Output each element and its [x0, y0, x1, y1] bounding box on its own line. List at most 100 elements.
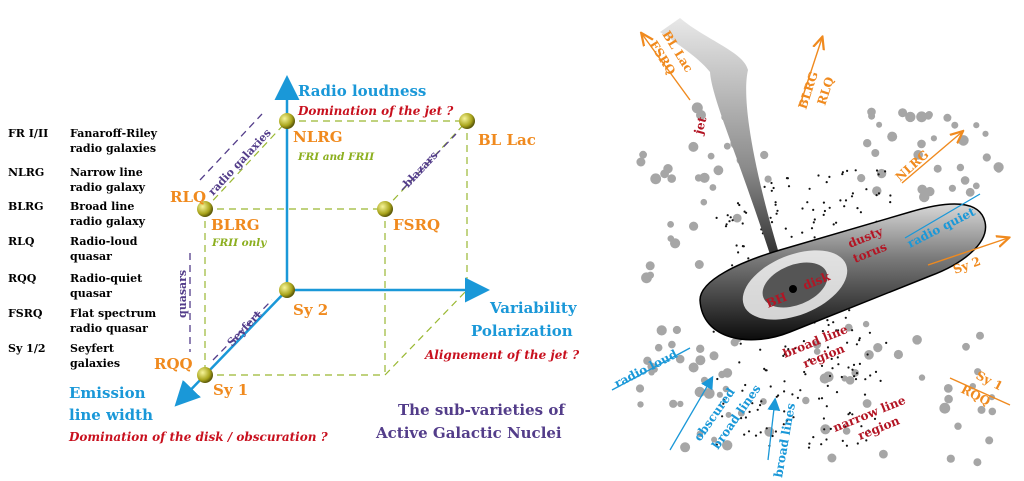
dust-dot — [744, 416, 748, 419]
cloud — [650, 173, 662, 185]
dust-dot — [803, 370, 806, 374]
dust-dot — [722, 398, 725, 401]
dust-dot — [743, 210, 746, 213]
dust-dot — [843, 205, 846, 208]
dust-dot — [747, 430, 751, 433]
dust-dot — [825, 438, 828, 441]
legend-desc: Radio-loud — [70, 235, 138, 248]
dust-dot — [808, 187, 811, 190]
dust-dot — [715, 216, 718, 219]
dust-dot — [774, 201, 777, 204]
dust-dot — [759, 404, 762, 407]
dust-dot — [825, 353, 828, 356]
legend-abbr: BLRG — [8, 200, 44, 213]
cloud — [905, 111, 916, 123]
bllac-node — [459, 113, 475, 129]
cloud — [973, 122, 980, 129]
dust-dot — [807, 446, 811, 449]
dust-dot — [802, 340, 806, 343]
cloud — [946, 454, 955, 463]
dust-dot — [754, 434, 758, 437]
cloud — [716, 391, 724, 398]
cloud — [646, 271, 655, 279]
cloud — [707, 152, 715, 160]
cloud — [737, 409, 745, 417]
dust-dot — [725, 223, 728, 226]
dust-dot — [826, 384, 829, 387]
cloud — [732, 213, 742, 223]
dust-dot — [864, 378, 867, 381]
dust-dot — [860, 425, 863, 428]
obscured-arrow — [669, 375, 714, 451]
cloud — [639, 150, 647, 159]
dust-dot — [783, 390, 786, 393]
dust-dot — [832, 223, 835, 226]
dust-dot — [825, 405, 828, 408]
emission-axis — [174, 289, 288, 407]
dust-dot — [868, 331, 872, 334]
cloud — [699, 172, 710, 183]
dust-dot — [736, 202, 740, 205]
rqq-label: RQQ — [154, 355, 193, 373]
dust-dot — [837, 329, 840, 332]
cloud — [695, 355, 706, 366]
cloud — [954, 422, 962, 430]
dust-dot — [731, 219, 734, 222]
cloud — [939, 402, 951, 414]
cloud — [864, 350, 874, 360]
cloud — [688, 362, 699, 373]
cloud — [688, 141, 699, 152]
dust-dot — [874, 370, 878, 373]
dust-dot — [786, 177, 790, 180]
cloud — [694, 260, 704, 269]
cloud-region — [635, 101, 1004, 467]
dust-dot — [851, 413, 854, 416]
dust-dot — [847, 366, 850, 369]
cloud — [700, 198, 708, 206]
dust-dot — [839, 199, 842, 202]
fsrq-label: FSRQ — [393, 216, 440, 234]
cloud — [635, 384, 645, 393]
dust-dot — [822, 213, 825, 216]
dust-dot — [731, 264, 734, 267]
dust-dot — [782, 354, 785, 357]
cloud — [917, 139, 926, 149]
dust-dot — [769, 385, 772, 388]
dust-dot — [783, 410, 786, 413]
viewers — [642, 34, 1010, 406]
dust-dot — [828, 175, 831, 178]
dust-dot — [791, 393, 794, 396]
dust-dot — [784, 345, 787, 348]
dust-dot — [774, 430, 778, 433]
dust-dot — [879, 379, 882, 382]
dust-dot — [836, 356, 839, 359]
sy2-label: Sy 2 — [293, 301, 328, 319]
dust-dot — [889, 194, 892, 197]
dust-dot — [808, 358, 811, 361]
dust-dot — [742, 245, 745, 248]
dust-dot — [776, 209, 779, 212]
dust-dot — [848, 411, 852, 414]
dust-dot — [756, 408, 759, 411]
cloud — [972, 182, 980, 190]
blrg-node — [197, 201, 213, 217]
dust-dot — [765, 427, 768, 430]
cloud — [654, 343, 663, 352]
dust-dot — [835, 391, 839, 394]
dust-dot — [825, 181, 828, 184]
cloud — [842, 427, 851, 435]
dust-dot — [850, 195, 854, 198]
dust-dot — [738, 203, 741, 207]
dust-dot — [738, 361, 741, 364]
cloud — [675, 354, 685, 364]
legend-desc: radio galaxy — [70, 181, 146, 194]
radio-galaxies-bracket — [199, 113, 263, 181]
dust-dot — [877, 192, 881, 195]
cloud — [689, 221, 699, 231]
dust-dot — [787, 185, 791, 188]
dust-dot — [796, 396, 800, 399]
cloud — [667, 221, 674, 228]
cloud — [677, 400, 684, 408]
cube-edges — [204, 120, 468, 376]
dust-dot — [765, 369, 768, 372]
